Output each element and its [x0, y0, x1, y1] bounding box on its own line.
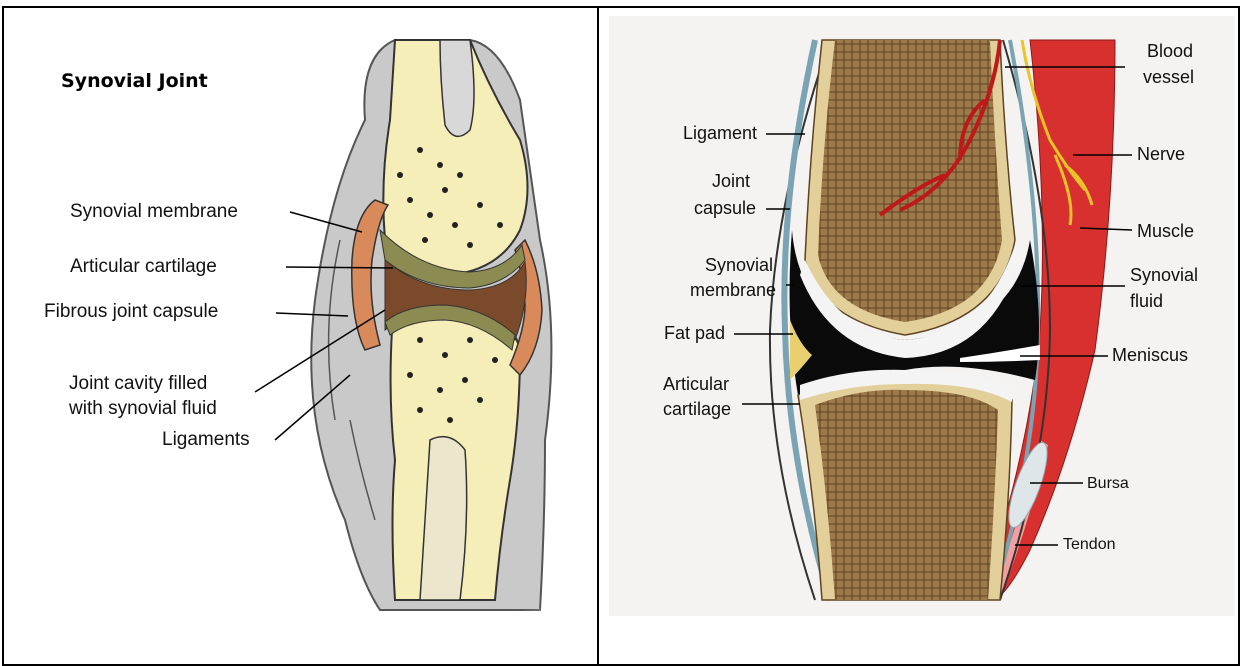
- table-border: [2, 6, 1240, 666]
- column-divider: [597, 6, 599, 666]
